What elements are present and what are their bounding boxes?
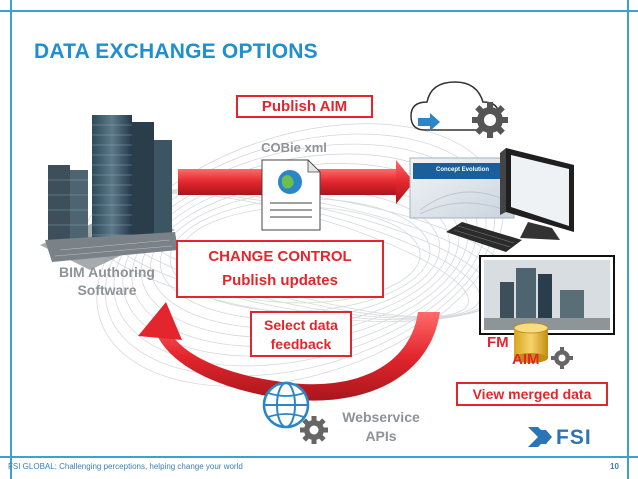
select-data-line1: Select data	[264, 317, 338, 333]
concept-evolution-label: Concept Evolution	[436, 167, 489, 173]
database-icon	[513, 322, 549, 363]
gear-icon	[551, 347, 573, 369]
fm-label: FM	[487, 334, 509, 351]
feedback-curved-arrow	[138, 302, 440, 401]
webservice-line1: Webservice	[342, 409, 420, 425]
frame-right-line	[627, 0, 629, 479]
publish-aim-box: Publish AIM	[236, 95, 373, 118]
bim-authoring-label: BIM Authoring Software	[32, 263, 182, 299]
change-control-box: CHANGE CONTROL Publish updates	[176, 240, 384, 298]
change-control-subtitle: Publish updates	[222, 272, 338, 289]
webservice-line2: APIs	[365, 428, 397, 444]
document-globe-icon	[261, 159, 321, 231]
keyboard-icon	[446, 222, 522, 252]
footer-text: FSI GLOBAL: Challenging perceptions, hel…	[8, 462, 243, 471]
select-data-feedback-box: Select data feedback	[250, 311, 352, 357]
change-control-title: CHANGE CONTROL	[208, 248, 352, 265]
globe-icon	[262, 381, 310, 429]
frame-top-line	[0, 10, 638, 12]
slide-title: DATA EXCHANGE OPTIONS	[34, 40, 318, 63]
fsi-logo-text: FSI	[556, 426, 592, 449]
concept-evolution-panel	[409, 157, 515, 219]
select-data-line2: feedback	[270, 336, 332, 352]
webservice-label: Webservice APIs	[326, 408, 436, 446]
bim-label-line1: BIM Authoring	[59, 264, 155, 280]
fm-building-panel	[479, 255, 615, 335]
gear-icon	[300, 416, 328, 444]
view-merged-data-box: View merged data	[456, 382, 608, 406]
bim-label-line2: Software	[77, 282, 137, 298]
page-number: 10	[610, 462, 619, 471]
building-render-icon	[40, 115, 178, 270]
aim-label: AIM	[512, 351, 540, 368]
frame-left-line	[10, 0, 12, 479]
gear-icon	[472, 102, 508, 138]
frame-bottom-line	[0, 456, 638, 458]
computer-monitor-icon	[500, 148, 574, 240]
cobie-label: COBie xml	[261, 140, 327, 155]
fsi-logo-icon	[528, 427, 552, 447]
